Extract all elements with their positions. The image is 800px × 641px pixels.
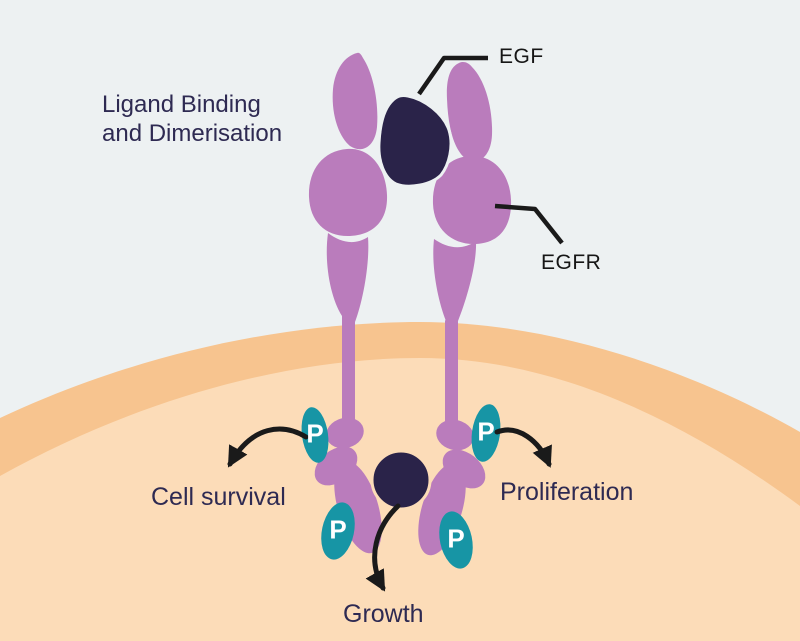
phosphate-upper-left [301, 407, 329, 463]
diagram-title-line1: Ligand Binding [102, 91, 261, 118]
phosphate-upper-right [471, 404, 501, 462]
pointer-lines [417, 55, 564, 245]
cell-survival-label: Cell survival [151, 483, 286, 511]
egfr-right-juxtamembrane-knob [436, 419, 474, 451]
egfr-right-body [432, 155, 512, 245]
cell-survival-arrow [227, 426, 309, 468]
egfr-left-body [308, 148, 388, 237]
growth-label: Growth [343, 600, 424, 628]
egfr-left-juxtamembrane-knob [326, 417, 364, 449]
phosphate-letter-upper-left: P [306, 418, 324, 449]
egfr-label: EGFR [541, 251, 602, 274]
proliferation-label: Proliferation [500, 478, 634, 506]
diagram-title: Ligand Binding and Dimerisation [102, 90, 282, 148]
phosphate-group-shapes [301, 404, 501, 569]
egf-label: EGF [499, 45, 544, 68]
egfr-left-top-arm [332, 52, 378, 150]
signal-molecule-circle [370, 449, 432, 511]
egfr-left-lower-domain [326, 233, 369, 322]
growth-arrow [365, 503, 401, 592]
phosphate-letter-lower-left: P [329, 514, 347, 545]
phosphate-letter-upper-right: P [477, 416, 495, 447]
egfr-pointer-line [494, 203, 564, 245]
egf-pointer-line [417, 55, 488, 96]
egfr-left-transmembrane-stalk [342, 314, 355, 436]
egf-ligand-blob [377, 94, 453, 188]
phosphate-letter-lower-right: P [447, 523, 465, 554]
outcome-arrows [227, 426, 552, 592]
phosphate-lower-left [321, 502, 355, 560]
egfr-right-lower-domain [433, 239, 477, 321]
egfr-right-transmembrane-stalk [445, 316, 458, 438]
phosphate-lower-right [439, 511, 473, 569]
proliferation-arrow [494, 427, 552, 468]
egfr-right-top-arm [446, 62, 493, 162]
diagram-title-line2: and Dimerisation [102, 120, 283, 147]
